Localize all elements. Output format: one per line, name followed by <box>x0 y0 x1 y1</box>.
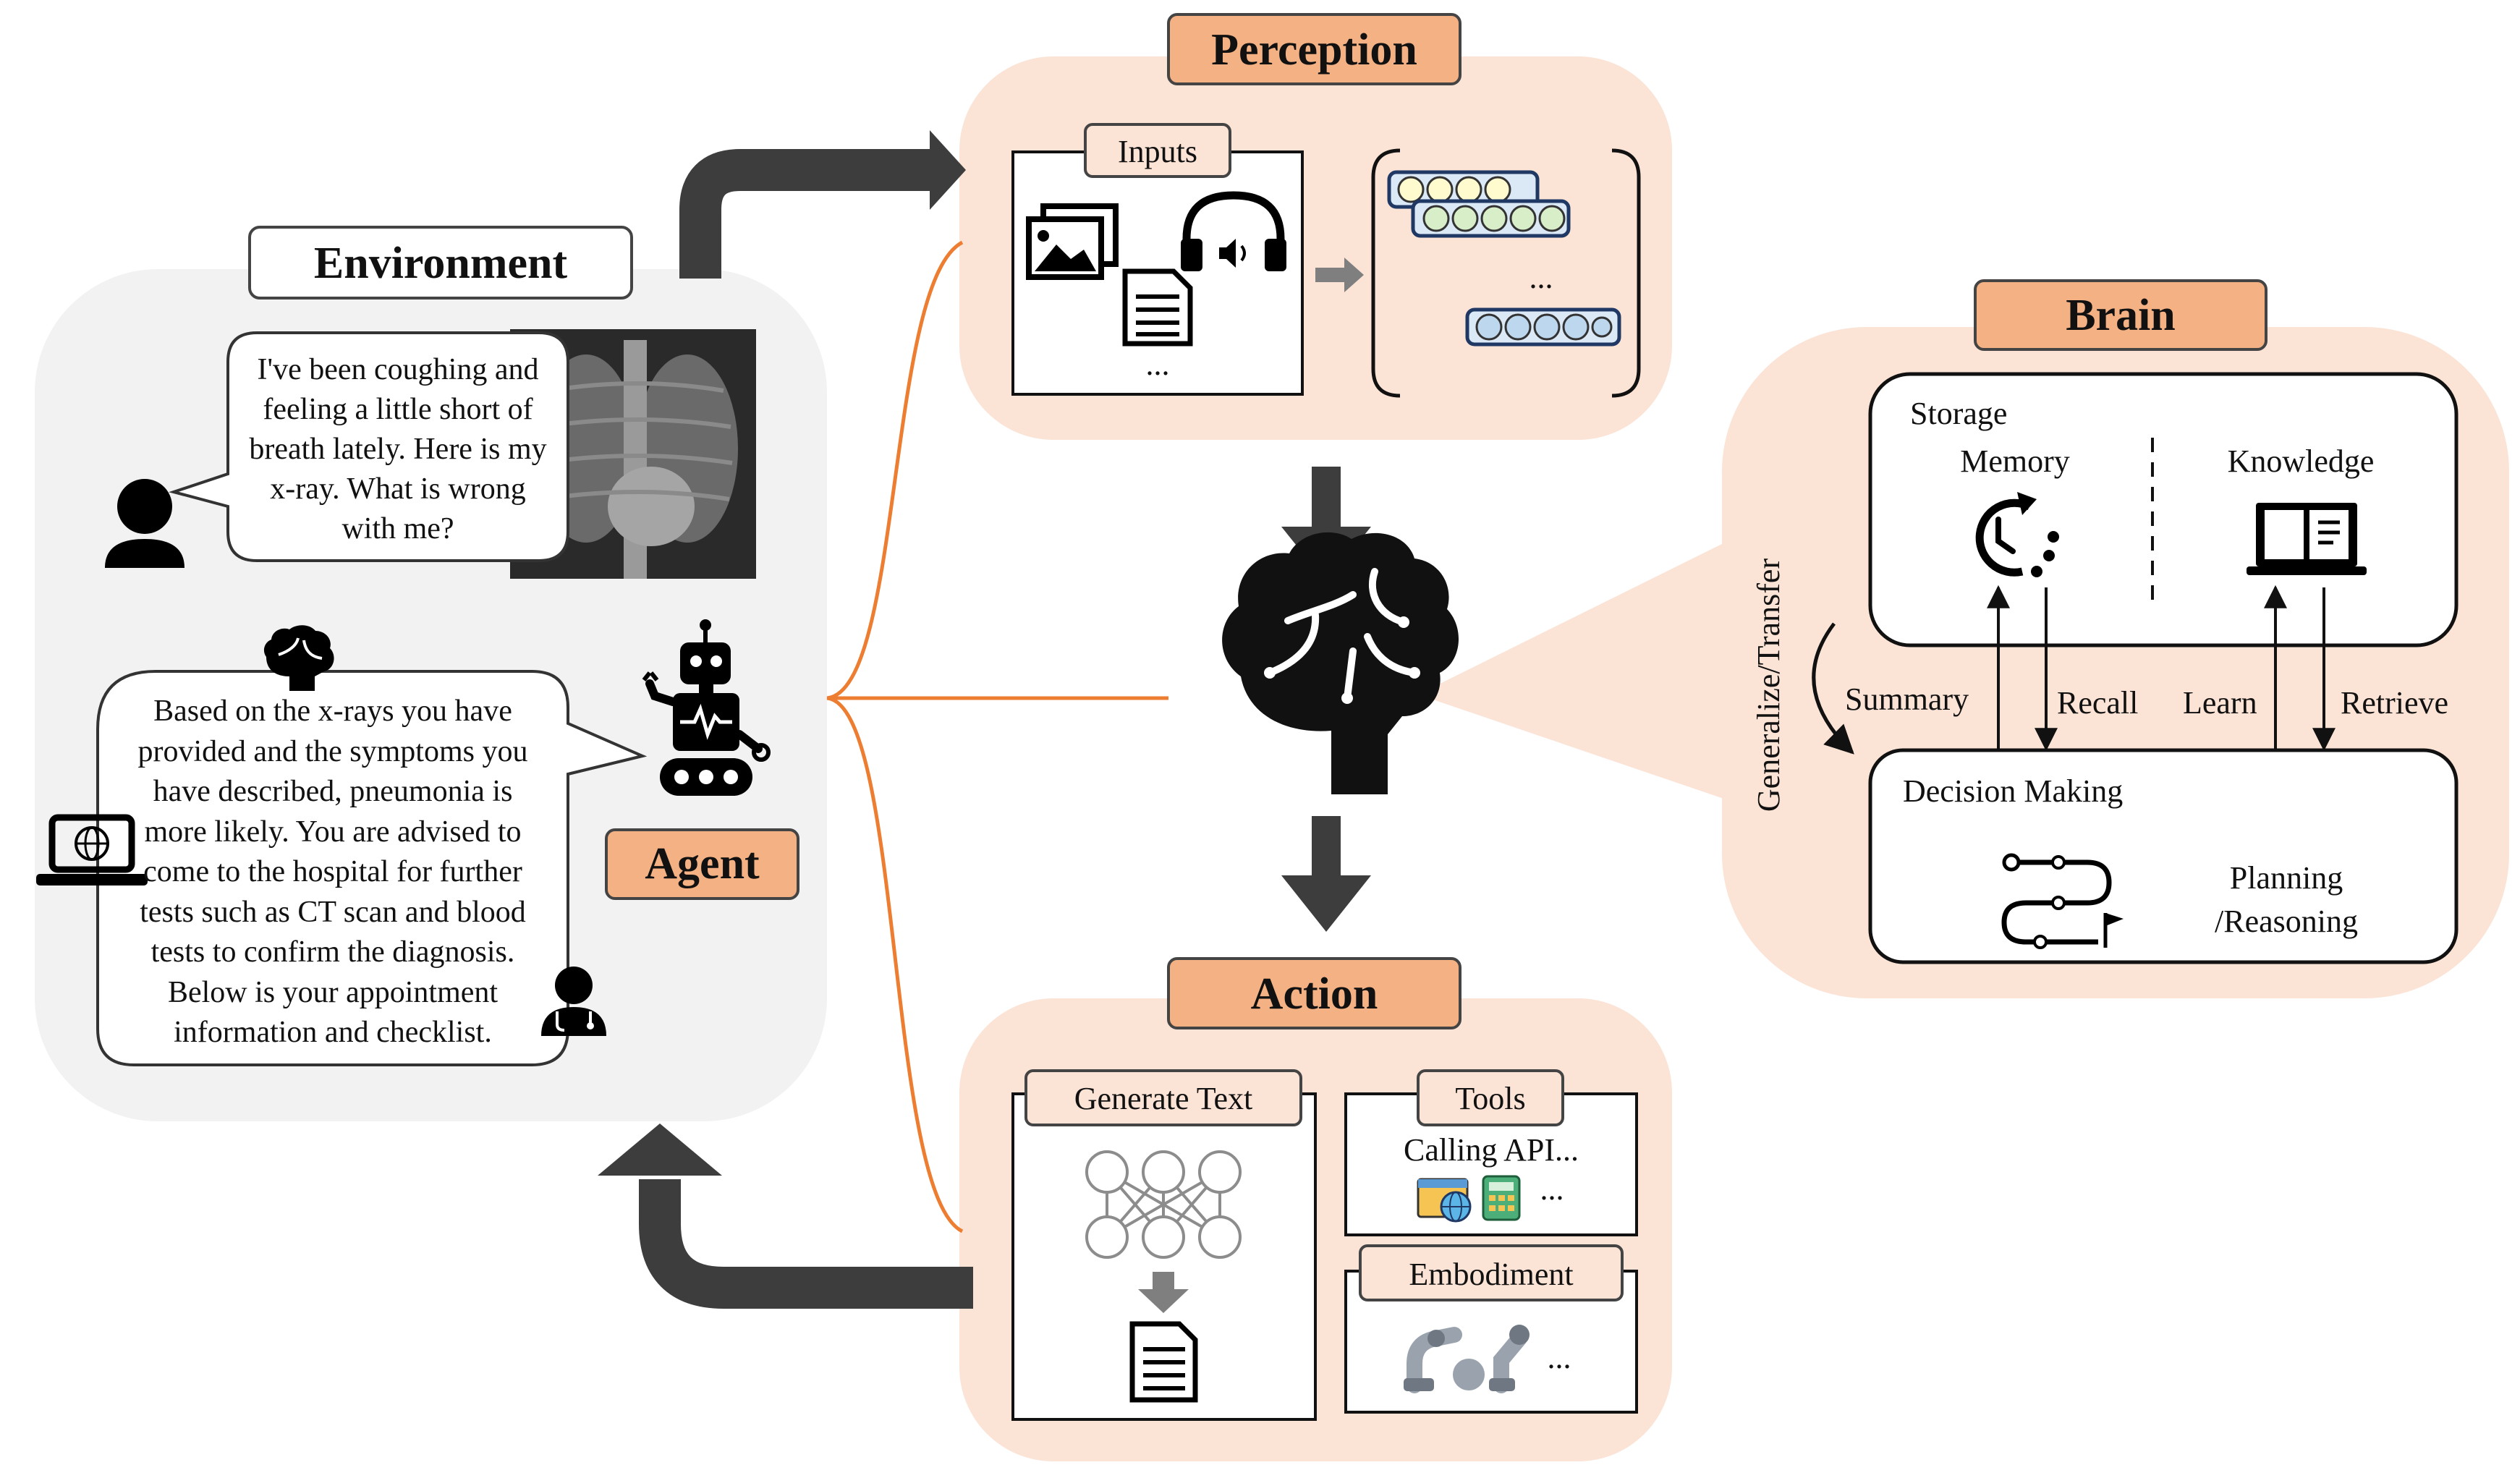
user-icon <box>105 479 184 568</box>
knowledge-label: Knowledge <box>2227 443 2375 479</box>
brain-icon <box>1222 532 1459 794</box>
recall-label: Recall <box>2057 685 2139 721</box>
network-to-text-arrow <box>1138 1272 1189 1313</box>
decision-making-label: Decision Making <box>1903 773 2124 809</box>
calling-api-text: Calling API... <box>1403 1132 1579 1168</box>
image-icon <box>1026 203 1119 280</box>
summary-label: Summary <box>1845 681 1969 717</box>
perception-title-box <box>1167 13 1461 85</box>
tools-label-box <box>1417 1069 1564 1126</box>
orange-connector-perception <box>826 240 964 700</box>
brain-to-action-arrow <box>1281 816 1371 932</box>
tools-label: Tools <box>1455 1081 1526 1116</box>
action-title-box <box>1167 957 1461 1029</box>
retrieve-label: Retrieve <box>2341 685 2449 721</box>
doctor-icon <box>541 967 606 1036</box>
perception-title: Perception <box>1211 25 1417 75</box>
brain-zoom-wedge <box>1418 537 1736 803</box>
memory-clock-icon <box>1975 492 2059 577</box>
action-to-environment-arrow <box>639 1179 973 1309</box>
storage-label: Storage <box>1910 396 2008 431</box>
orange-connector-action <box>826 696 964 1233</box>
embedding-bracket-right <box>1611 148 1641 398</box>
environment-title: Environment <box>313 239 568 288</box>
action-title: Action <box>1250 969 1378 1019</box>
learn-label: Learn <box>2183 685 2257 721</box>
inputs-label-box <box>1084 123 1231 178</box>
calculator-icon <box>1482 1175 1521 1221</box>
tools-ellipsis: ... <box>1540 1171 1564 1207</box>
agent-label-box <box>605 828 799 900</box>
user-speech-bubble <box>169 331 569 562</box>
document-icon <box>1122 268 1193 347</box>
environment-title-box <box>248 226 633 300</box>
small-brain-icon <box>263 625 334 691</box>
headphones-icon <box>1181 191 1286 271</box>
brain-title: Brain <box>2066 291 2176 340</box>
generate-text-label-box <box>1024 1069 1302 1126</box>
user-message: I've been coughing and feeling a little … <box>249 353 547 545</box>
path-planning-icon <box>2001 853 2124 949</box>
decision-box <box>1868 748 2459 964</box>
laptop-globe-icon <box>36 814 148 885</box>
storage-box <box>1868 372 2459 647</box>
neural-network-icon <box>1085 1150 1242 1259</box>
brain-title-box <box>1974 279 2267 351</box>
agent-label: Agent <box>645 839 760 888</box>
text-document-icon <box>1129 1321 1198 1403</box>
embedding-vector-3 <box>1465 307 1621 347</box>
embodiment-label-box <box>1359 1244 1624 1301</box>
knowledge-book-icon <box>2247 503 2367 575</box>
embedding-ellipsis: ... <box>1529 260 1553 295</box>
embedding-vector-2 <box>1411 199 1571 238</box>
generalize-curved-arrow <box>1812 622 1854 755</box>
environment-to-perception-arrow <box>679 149 933 279</box>
embodiment-ellipsis: ... <box>1547 1340 1571 1375</box>
inputs-to-embedding-arrow <box>1315 258 1364 292</box>
embodiment-label: Embodiment <box>1409 1257 1574 1292</box>
embedding-bracket-left <box>1371 148 1401 398</box>
robot-arm-icon <box>1404 1325 1530 1393</box>
robot-icon <box>642 619 771 796</box>
agent-reply: Based on the x-rays you have provided an… <box>137 695 528 1049</box>
inputs-label: Inputs <box>1118 134 1197 169</box>
memory-label: Memory <box>1960 443 2070 479</box>
browser-globe-icon <box>1417 1178 1472 1223</box>
inputs-ellipsis: ... <box>1145 347 1170 382</box>
agent-speech-bubble <box>96 670 648 1066</box>
planning-reasoning-label: Planning /Reasoning <box>2215 860 2358 939</box>
generalize-transfer-label: Generalize/Transfer <box>1751 558 1786 812</box>
generate-text-label: Generate Text <box>1074 1081 1253 1116</box>
